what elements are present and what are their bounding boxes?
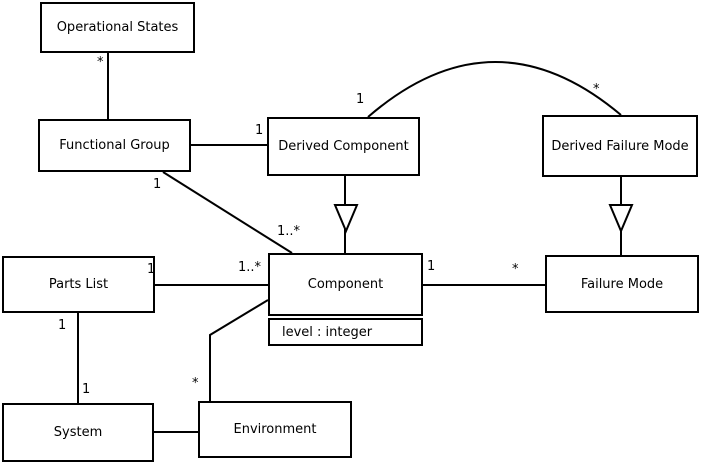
multiplicity-failure-mode-end: * bbox=[512, 262, 519, 277]
node-environment-label: Environment bbox=[233, 422, 317, 437]
node-component-attribute: level : integer bbox=[282, 324, 373, 340]
node-failure-mode-label: Failure Mode bbox=[580, 276, 664, 292]
node-derived-component: Derived Component bbox=[267, 117, 420, 176]
node-functional-group-label: Functional Group bbox=[59, 138, 170, 153]
node-derived-failure-mode-label: Derived Failure Mode bbox=[551, 138, 689, 154]
node-component: Component bbox=[268, 253, 423, 316]
multiplicity-parts-list-bottom: 1 bbox=[58, 318, 67, 333]
multiplicity-parts-list-source: 1 bbox=[147, 262, 156, 277]
node-component-attribute-compartment: level : integer bbox=[268, 318, 423, 346]
node-functional-group: Functional Group bbox=[38, 119, 191, 172]
edge-functional-group-component bbox=[162, 171, 293, 254]
multiplicity-derived-component-source: 1 bbox=[356, 92, 365, 107]
node-parts-list: Parts List bbox=[2, 256, 155, 313]
multiplicity-component-end-from-functional-group: 1..* bbox=[277, 224, 301, 239]
node-environment: Environment bbox=[198, 401, 352, 458]
edge-derived-component-derived-failure-mode-arc bbox=[367, 61, 622, 118]
node-operational-states: Operational States bbox=[40, 2, 195, 53]
multiplicity-system-top: 1 bbox=[82, 382, 91, 397]
multiplicity-component-end-from-parts-list: 1..* bbox=[238, 260, 262, 275]
multiplicity-derived-failure-mode-end: * bbox=[593, 82, 600, 97]
multiplicity-derived-component-end: 1 bbox=[255, 123, 264, 138]
node-failure-mode: Failure Mode bbox=[545, 255, 699, 313]
node-system-label: System bbox=[53, 425, 103, 440]
generalization-arrow-derived-failure-mode bbox=[608, 204, 634, 234]
node-operational-states-label: Operational States bbox=[56, 20, 179, 35]
multiplicity-component-source: 1 bbox=[427, 259, 436, 274]
node-derived-failure-mode: Derived Failure Mode bbox=[542, 115, 698, 177]
node-component-label: Component bbox=[307, 277, 384, 292]
node-derived-component-label: Derived Component bbox=[278, 139, 409, 154]
multiplicity-operational-states-end: * bbox=[97, 55, 104, 70]
multiplicity-functional-group-source: 1 bbox=[153, 177, 162, 192]
node-system: System bbox=[2, 403, 154, 462]
edge-environment-component bbox=[209, 299, 269, 401]
node-parts-list-label: Parts List bbox=[48, 277, 109, 292]
multiplicity-environment-top: * bbox=[192, 376, 199, 391]
generalization-arrow-derived-component bbox=[333, 204, 359, 234]
